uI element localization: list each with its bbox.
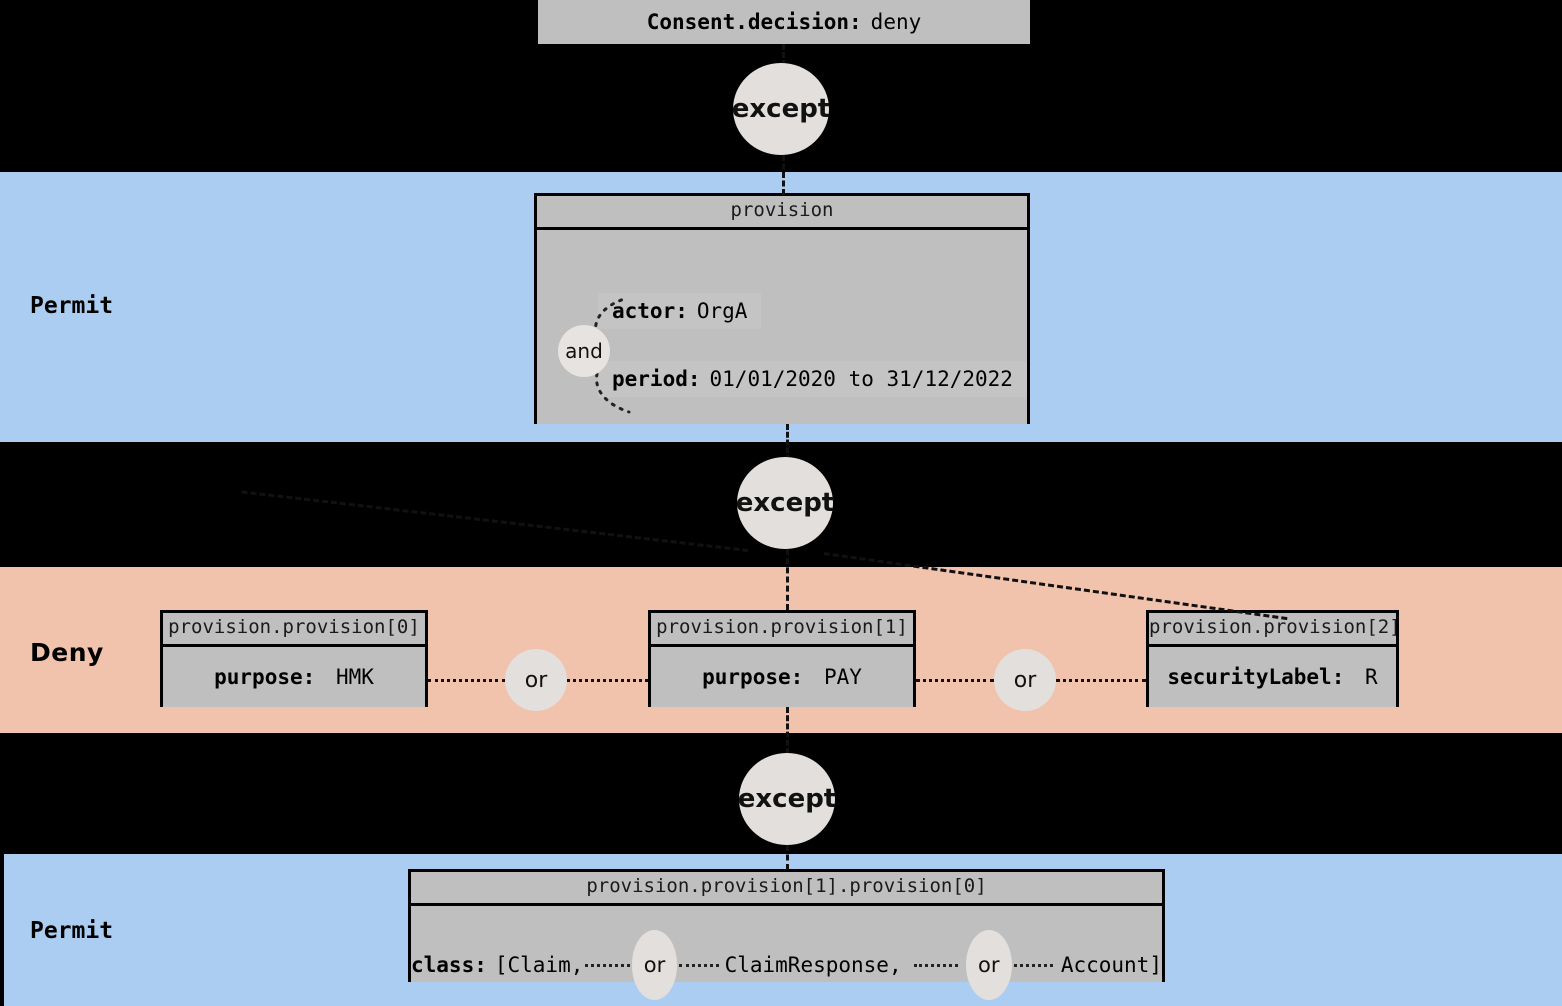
attr-key-period: period:: [612, 367, 701, 391]
connector-provision0-to-or-left: [428, 679, 505, 682]
node-provision[interactable]: provision actor: OrgA period: 01/01/2020…: [534, 193, 1030, 424]
node-provision-body: actor: OrgA period: 01/01/2020 to 31/12/…: [537, 230, 1027, 424]
connector-except2-to-provision0: [241, 490, 749, 552]
node-provision-0-body: purpose: HMK: [163, 647, 425, 707]
except-operator-1: except: [732, 63, 830, 155]
node-provision-1-title: provision.provision[1]: [651, 613, 913, 647]
attr-row-securitylabel: securityLabel: R: [1149, 665, 1396, 689]
attr-row-actor: actor: OrgA: [598, 293, 762, 329]
attr-key-class: class:: [411, 953, 487, 977]
attr-row-class: class: [Claim, or ClaimResponse, or Acco…: [411, 930, 1162, 1000]
consent-decision-banner: Consent.decision: deny: [538, 0, 1030, 44]
class-dotted-connector-3: [913, 963, 958, 967]
consent-decision-key: Consent.decision:: [646, 10, 862, 34]
node-provision-0-title: provision.provision[0]: [163, 613, 425, 647]
node-provision-2-title: provision.provision[2]: [1149, 613, 1396, 647]
connector-except3-to-provision1-0: [786, 845, 789, 870]
connector-except1-to-provision: [782, 155, 785, 195]
or-operator-class-1: or: [631, 930, 678, 1000]
attr-value-securitylabel: R: [1365, 665, 1378, 689]
attr-value-purpose-hmk: HMK: [335, 665, 374, 689]
attr-value-class-mid: ClaimResponse,: [724, 953, 902, 977]
attr-value-class-open: [Claim,: [494, 953, 584, 977]
connector-provision-to-except2: [786, 424, 789, 461]
connector-or-left-to-provision1: [567, 679, 648, 682]
node-provision-1-body: purpose: PAY: [651, 647, 913, 707]
connector-or-right-to-provision2: [1056, 679, 1146, 682]
class-dotted-connector-2: [679, 963, 719, 967]
connector-except2-to-provision1: [786, 549, 789, 610]
node-provision-0[interactable]: provision.provision[0] purpose: HMK: [160, 610, 428, 707]
attr-key-securitylabel: securityLabel:: [1167, 665, 1345, 689]
attr-key-actor: actor:: [612, 299, 688, 323]
node-provision-1[interactable]: provision.provision[1] purpose: PAY: [648, 610, 916, 707]
attr-row-purpose-pay: purpose: PAY: [651, 665, 913, 689]
connector-provision1-to-or-right: [916, 679, 994, 682]
attr-value-period: 01/01/2020 to 31/12/2022: [709, 367, 1013, 391]
band-label-permit-top: Permit: [30, 293, 114, 319]
node-provision-title: provision: [537, 196, 1027, 230]
attr-key-purpose-pay: purpose:: [702, 665, 804, 689]
band-label-deny: Deny: [30, 638, 104, 667]
attr-row-period: period: 01/01/2020 to 31/12/2022: [598, 361, 1027, 397]
node-provision-1-0-body: class: [Claim, or ClaimResponse, or Acco…: [411, 906, 1162, 1000]
attr-key-purpose-hmk: purpose:: [214, 665, 316, 689]
node-provision-1-0-title: provision.provision[1].provision[0]: [411, 872, 1162, 906]
node-provision-2-body: securityLabel: R: [1149, 647, 1396, 707]
except-operator-2: except: [736, 457, 834, 549]
or-operator-right: or: [994, 649, 1056, 711]
connector-banner-to-except1: [782, 44, 785, 66]
or-operator-left: or: [505, 649, 567, 711]
attr-value-purpose-pay: PAY: [823, 665, 862, 689]
consent-decision-value: deny: [870, 10, 922, 34]
attr-row-purpose-hmk: purpose: HMK: [163, 665, 425, 689]
band-label-permit-bottom: Permit: [30, 918, 114, 944]
attr-value-class-close: Account]: [1060, 953, 1162, 977]
except-operator-3: except: [738, 753, 836, 845]
and-operator: and: [558, 325, 610, 377]
class-dotted-connector-4: [1013, 963, 1053, 967]
node-provision-2[interactable]: provision.provision[2] securityLabel: R: [1146, 610, 1399, 707]
class-dotted-connector-1: [585, 963, 630, 967]
attr-value-actor: OrgA: [696, 299, 748, 323]
or-operator-class-2: or: [965, 930, 1012, 1000]
node-provision-1-0[interactable]: provision.provision[1].provision[0] clas…: [408, 869, 1165, 1000]
bottom-band-left-edge: [0, 854, 4, 1006]
connector-provision1-to-except3: [786, 707, 789, 754]
